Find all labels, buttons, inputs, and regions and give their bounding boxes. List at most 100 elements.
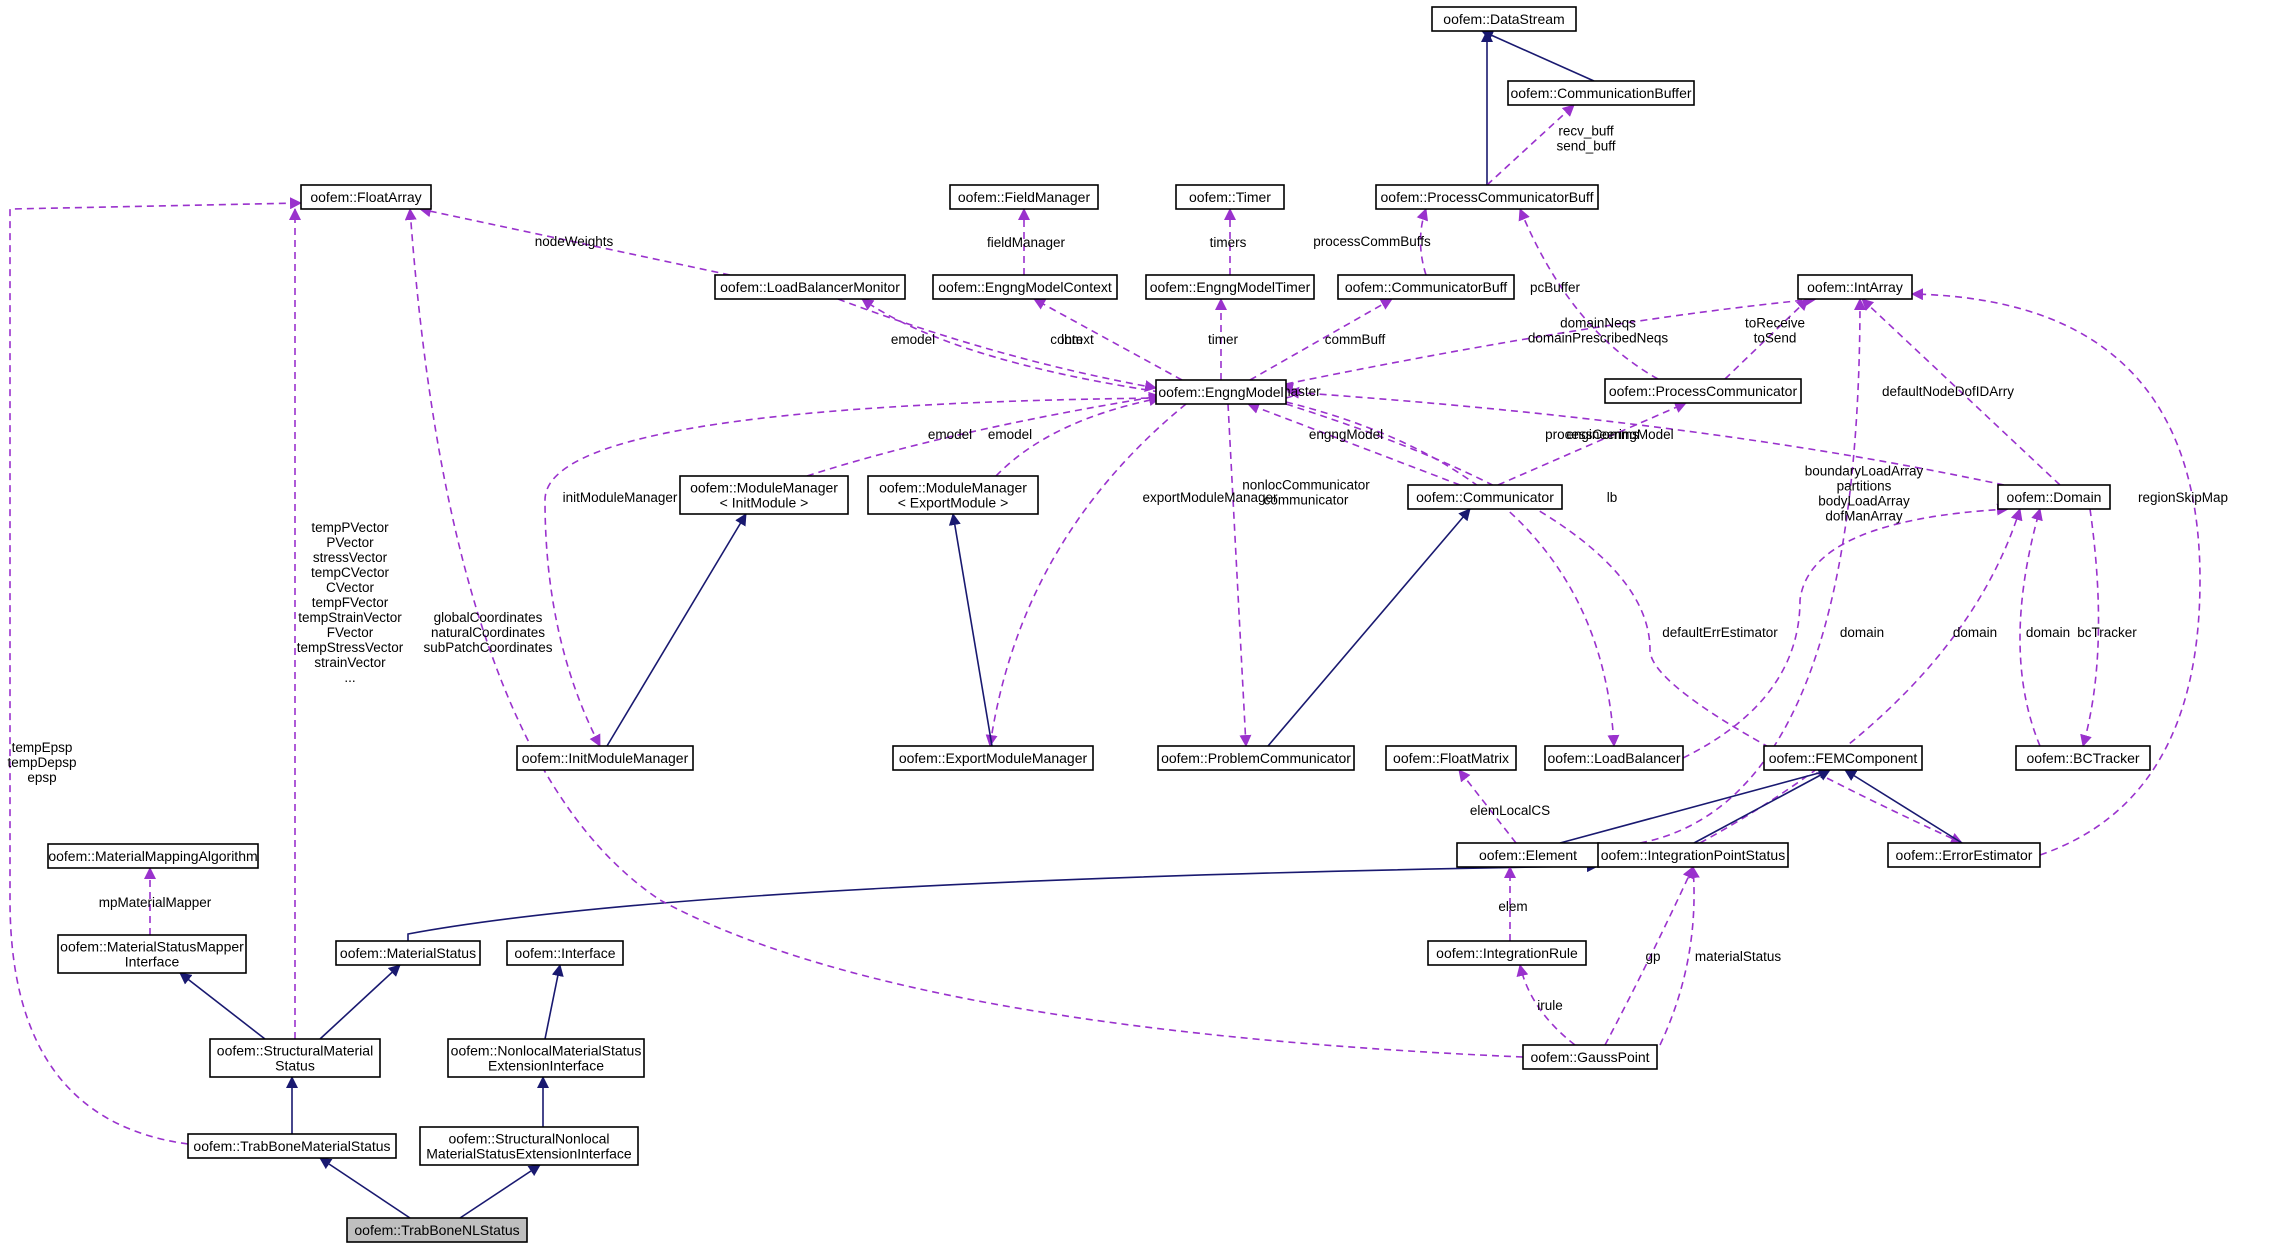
- usage-edge-EngngModel-to-LoadBalancer: [1285, 401, 1620, 747]
- class-node-IntArray[interactable]: oofem::IntArray: [1797, 274, 1913, 300]
- edge-label-line: regionSkipMap: [2138, 490, 2228, 505]
- class-node-label-line: oofem::ExportModuleManager: [899, 750, 1088, 766]
- class-node-IntegrationPointStatus[interactable]: oofem::IntegrationPointStatus: [1597, 842, 1789, 868]
- class-node-ErrorEstimator[interactable]: oofem::ErrorEstimator: [1887, 842, 2041, 868]
- class-node-Domain[interactable]: oofem::Domain: [1997, 484, 2111, 510]
- class-node-ProcessCommunicatorBuff[interactable]: oofem::ProcessCommunicatorBuff: [1375, 184, 1599, 210]
- class-node-ModuleManagerExport[interactable]: oofem::ModuleManager< ExportModule >: [867, 475, 1039, 515]
- class-node-box: [1456, 842, 1600, 868]
- class-node-label-line: Interface: [125, 954, 180, 970]
- edge-label-line: tempStrainVector: [298, 610, 402, 625]
- class-node-box: [1763, 745, 1923, 771]
- class-node-EngngModelTimer[interactable]: oofem::EngngModelTimer: [1145, 274, 1315, 300]
- class-node-EngngModelContext[interactable]: oofem::EngngModelContext: [932, 274, 1118, 300]
- usage-edge-IntegrationPointStatus-to-GaussPoint: [1604, 866, 1694, 1046]
- class-node-FloatMatrix[interactable]: oofem::FloatMatrix: [1385, 745, 1517, 771]
- class-node-ModuleManagerInit[interactable]: oofem::ModuleManager< InitModule >: [679, 475, 849, 515]
- class-node-MaterialMappingAlgorithm[interactable]: oofem::MaterialMappingAlgorithm: [47, 843, 259, 869]
- inheritance-edge-MaterialStatus-to-IntegrationPointStatus: [407, 860, 1599, 941]
- edge-label-LoadBalancerMonitor-to-EngngModel: lbm: [1061, 332, 1083, 347]
- class-node-box: [209, 1038, 381, 1078]
- class-node-GaussPoint[interactable]: oofem::GaussPoint: [1522, 1044, 1658, 1070]
- class-node-label-line: oofem::CommunicationBuffer: [1510, 85, 1691, 101]
- class-node-label: oofem::FEMComponent: [1769, 750, 1918, 766]
- class-node-label: oofem::Domain: [2007, 489, 2102, 505]
- class-node-TrabBoneMaterialStatus[interactable]: oofem::TrabBoneMaterialStatus: [187, 1133, 397, 1159]
- class-node-ProblemCommunicator[interactable]: oofem::ProblemCommunicator: [1157, 745, 1355, 771]
- class-node-LoadBalancer[interactable]: oofem::LoadBalancer: [1544, 745, 1684, 771]
- edge-label-line: toSend: [1754, 331, 1797, 346]
- usage-edge-EngngModel-to-EngngModelContext: [1033, 298, 1183, 381]
- class-node-ProcessCommunicator[interactable]: oofem::ProcessCommunicator: [1604, 378, 1802, 404]
- class-node-label-line: oofem::ProblemCommunicator: [1161, 750, 1351, 766]
- class-node-label-line: oofem::ModuleManager: [879, 480, 1027, 496]
- usage-edge-ModuleManagerExport-to-EngngModel: [995, 394, 1161, 477]
- class-node-label-line: oofem::Interface: [514, 945, 615, 961]
- usage-edge-Domain-to-IntArray: [1861, 298, 2061, 486]
- edge-label-line: naturalCoordinates: [431, 625, 545, 640]
- class-node-label: oofem::CommunicationBuffer: [1510, 85, 1691, 101]
- class-node-label: oofem::MaterialMappingAlgorithm: [48, 848, 257, 864]
- class-node-FieldManager[interactable]: oofem::FieldManager: [949, 184, 1099, 210]
- class-node-Communicator[interactable]: oofem::Communicator: [1407, 484, 1563, 510]
- class-node-LoadBalancerMonitor[interactable]: oofem::LoadBalancerMonitor: [714, 274, 906, 300]
- class-node-label: oofem::EngngModelContext: [938, 279, 1112, 295]
- class-node-box: [335, 940, 481, 966]
- class-node-FloatArray[interactable]: oofem::FloatArray: [300, 184, 432, 210]
- class-node-DataStream[interactable]: oofem::DataStream: [1431, 6, 1577, 32]
- class-node-ExportModuleManager[interactable]: oofem::ExportModuleManager: [892, 745, 1094, 771]
- class-node-box: [1507, 80, 1695, 106]
- edge-label-line: domain: [1953, 625, 1997, 640]
- class-node-label: oofem::Interface: [514, 945, 615, 961]
- edge-label-GaussPoint-to-IntegrationRule: irule: [1537, 998, 1563, 1013]
- class-node-label-line: oofem::TrabBoneMaterialStatus: [193, 1138, 390, 1154]
- class-node-BCTracker[interactable]: oofem::BCTracker: [2015, 745, 2151, 771]
- class-node-EngngModel[interactable]: oofem::EngngModel: [1155, 379, 1287, 405]
- class-node-label-line: oofem::ProcessCommunicator: [1609, 383, 1798, 399]
- edge-label-line: nodeWeights: [535, 234, 614, 249]
- class-node-label: oofem::FieldManager: [958, 189, 1091, 205]
- class-node-box: [516, 745, 694, 771]
- class-node-Element[interactable]: oofem::Element: [1456, 842, 1600, 868]
- class-node-CommunicatorBuff[interactable]: oofem::CommunicatorBuff: [1337, 274, 1515, 300]
- class-node-box: [1597, 842, 1789, 868]
- edge-label-EngngModelContext-to-FieldManager: fieldManager: [987, 235, 1066, 250]
- usage-edge-LoadBalancerMonitor-to-FloatArray: [419, 205, 731, 276]
- class-node-Interface[interactable]: oofem::Interface: [506, 940, 624, 966]
- edge-label-line: domainNeqs: [1560, 316, 1636, 331]
- class-node-TrabBoneNLStatus[interactable]: oofem::TrabBoneNLStatus: [346, 1217, 528, 1243]
- class-node-label: oofem::IntegrationPointStatus: [1601, 847, 1785, 863]
- class-node-label-line: oofem::InitModuleManager: [522, 750, 689, 766]
- edge-label-line: timer: [1208, 332, 1239, 347]
- edge-label-line: bodyLoadArray: [1818, 494, 1910, 509]
- edge-label-line: irule: [1537, 998, 1563, 1013]
- usage-edge-Communicator-to-EngngModel: [1247, 402, 1461, 486]
- edge-label-line: nonlocCommunicator: [1242, 478, 1370, 493]
- class-node-FEMComponent[interactable]: oofem::FEMComponent: [1763, 745, 1923, 771]
- class-node-MaterialStatus[interactable]: oofem::MaterialStatus: [335, 940, 481, 966]
- class-node-box: [949, 184, 1099, 210]
- class-node-InitModuleManager[interactable]: oofem::InitModuleManager: [516, 745, 694, 771]
- edge-label-BCTracker-to-Domain: domain: [2026, 625, 2070, 640]
- class-node-Timer[interactable]: oofem::Timer: [1175, 184, 1285, 210]
- edge-label-EngngModel-to-ExportModuleManager: exportModuleManager: [1142, 490, 1278, 505]
- class-node-box: [1337, 274, 1515, 300]
- class-node-box: [47, 843, 259, 869]
- edge-label-line: exportModuleManager: [1142, 490, 1278, 505]
- class-node-CommunicationBuffer[interactable]: oofem::CommunicationBuffer: [1507, 80, 1695, 106]
- class-node-label-line: oofem::StructuralMaterial: [217, 1043, 373, 1059]
- class-node-label: oofem::CommunicatorBuff: [1345, 279, 1507, 295]
- class-node-IntegrationRule[interactable]: oofem::IntegrationRule: [1427, 940, 1587, 966]
- edge-label-GaussPoint-to-IntegrationPointStatus: materialStatus: [1695, 949, 1782, 964]
- edge-label-line: globalCoordinates: [434, 610, 543, 625]
- class-node-box: [1155, 379, 1287, 405]
- edge-label-line: tempCVector: [311, 565, 390, 580]
- usage-edge-EngngModel-to-ExportModuleManager: [985, 403, 1187, 747]
